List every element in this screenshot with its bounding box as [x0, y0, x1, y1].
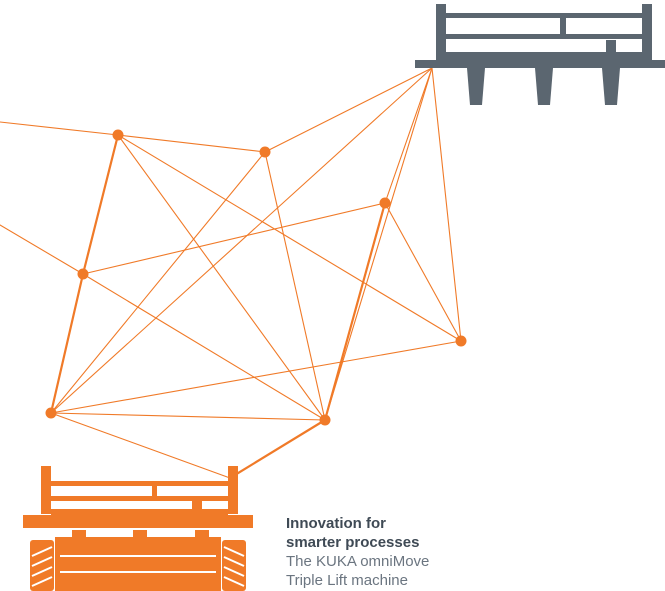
network-lines	[0, 67, 462, 480]
caption-block: Innovation for smarter processes The KUK…	[286, 514, 546, 590]
network-node	[319, 414, 331, 426]
lifted-platform-icon	[415, 4, 665, 105]
omnimove-vehicle-icon	[23, 466, 253, 591]
network-node	[112, 129, 124, 141]
caption-heading-line2: smarter processes	[286, 534, 420, 551]
network-nodes	[45, 129, 467, 426]
network-node	[379, 197, 391, 209]
network-node	[77, 268, 89, 280]
caption-heading-line1: Innovation for	[286, 515, 386, 532]
caption-body-line2: Triple Lift machine	[286, 572, 408, 589]
network-node	[455, 335, 467, 347]
network-node	[45, 407, 57, 419]
network-node	[259, 146, 271, 158]
caption-body-line1: The KUKA omniMove	[286, 553, 430, 570]
